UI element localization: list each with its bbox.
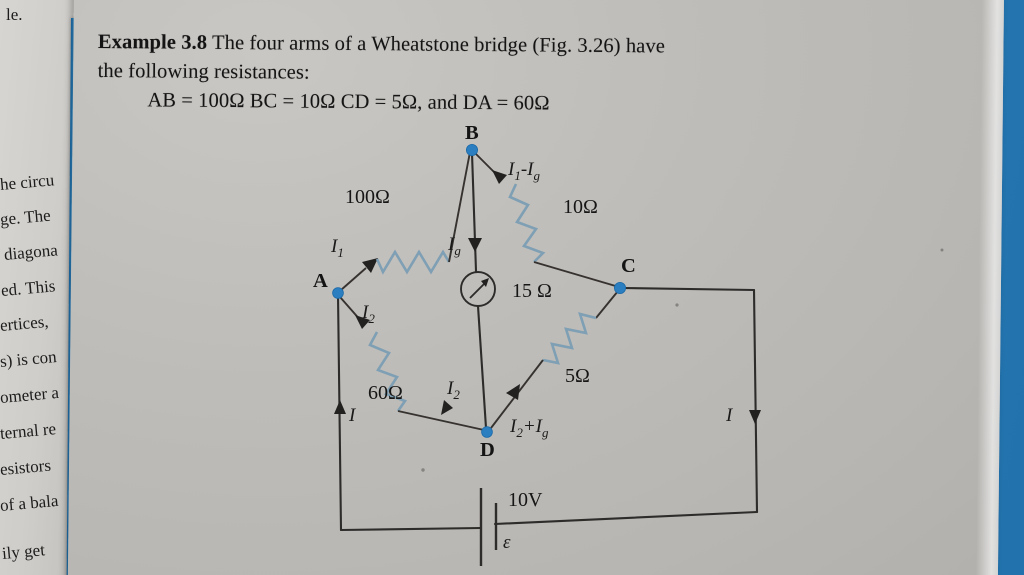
paper-speck (421, 468, 425, 472)
node-C-dot (614, 281, 627, 294)
arrow-current-I2-upper (355, 315, 370, 329)
arrow-current-Ig (468, 238, 482, 252)
arrow-current-I2-lower (441, 400, 453, 415)
label-10-ohm: 10Ω (563, 196, 598, 218)
battery-voltage-label: 10V (508, 489, 543, 511)
node-A-dot (332, 287, 344, 299)
node-label-C: C (621, 255, 636, 277)
current-label-I2-lower: I2 (446, 378, 460, 402)
lead-C-to-R5 (595, 290, 619, 319)
current-label-I-left: I (348, 405, 357, 426)
label-5-ohm: 5Ω (565, 365, 590, 387)
battery-emf-label: ε (503, 532, 511, 553)
margin-line: le. (6, 5, 23, 24)
arrow-current-I-left (334, 400, 346, 414)
node-label-A: A (313, 270, 328, 292)
arrow-current-I1-minus-Ig (492, 170, 507, 184)
wire-bottom-left-to-battery (339, 526, 483, 532)
current-label-I2-plus-Ig: I2+Ig (509, 416, 549, 440)
label-15-ohm: 15 Ω (512, 280, 552, 302)
wire-B-to-galvanometer (470, 151, 478, 273)
arrow-current-I-right (749, 410, 761, 424)
margin-bleed-text: le. he circu ge. The diagona ed. This er… (0, 0, 74, 575)
resistor-5-ohm (542, 312, 597, 365)
wire-battery-to-bottom-right (493, 510, 759, 526)
resistor-60-ohm (368, 331, 408, 412)
wire-galvanometer-to-D (476, 304, 488, 430)
lead-A-to-R100 (340, 267, 367, 291)
lead-R100-to-B (448, 151, 471, 263)
lead-R10-to-C (533, 261, 620, 288)
label-100-ohm: 100Ω (345, 186, 390, 208)
wire-right-vertical (752, 288, 759, 514)
paper-speck (940, 248, 944, 252)
paper-speck (675, 303, 679, 307)
resistor-10-ohm (508, 183, 546, 263)
node-label-D: D (480, 439, 495, 461)
label-60-ohm: 60Ω (368, 382, 403, 404)
current-label-I-right: I (725, 405, 734, 426)
node-B-dot (465, 143, 478, 156)
galvanometer-needle-tip (481, 278, 489, 287)
node-D-dot (481, 426, 493, 438)
resistor-100-ohm (375, 249, 451, 275)
current-label-I1: I1 (330, 236, 344, 260)
current-label-Ig: Ig (447, 234, 461, 258)
lead-R60-to-D (397, 410, 485, 431)
current-label-I2-upper: I2 (361, 302, 375, 326)
arrow-current-I1 (362, 258, 378, 273)
wire-top-right-to-C (619, 286, 756, 292)
node-label-B: B (465, 122, 479, 144)
arrow-current-I2-plus-Ig (506, 384, 520, 400)
current-label-I1-minus-Ig: I1-Ig (507, 159, 540, 183)
